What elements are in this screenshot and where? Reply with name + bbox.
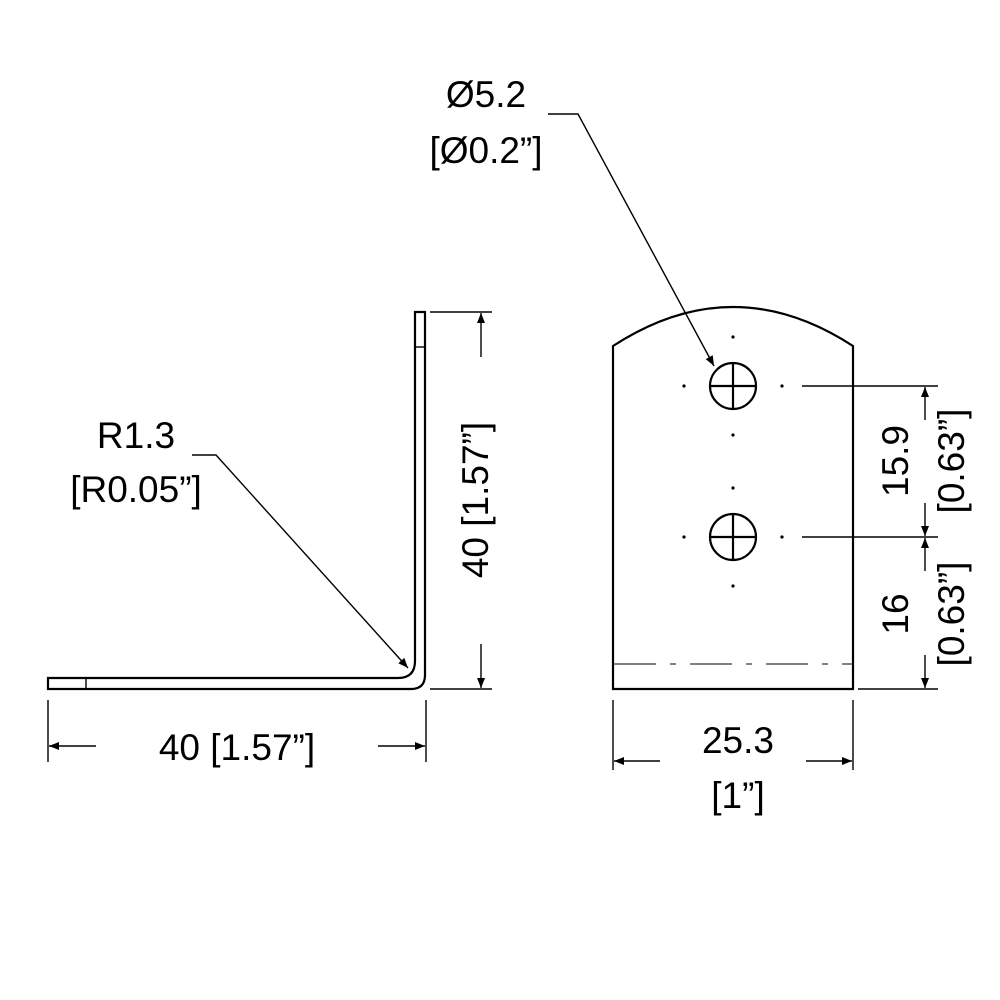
width-metric-label: 25.3 (702, 720, 774, 761)
hole-diameter-metric-label: Ø5.2 (446, 74, 526, 115)
hole-spacing-imperial-label: [0.63”] (931, 409, 972, 514)
hole-diameter-leader (548, 113, 715, 367)
hole-spacing-metric-label: 15.9 (875, 425, 916, 497)
leg-length-label: 40 [1.57”] (159, 727, 315, 768)
plate-outline (611, 306, 855, 691)
bend-radius-metric-label: R1.3 (97, 415, 175, 456)
width-imperial-label: [1”] (711, 775, 764, 816)
bracket-profile-outline (46, 310, 427, 691)
side-view: 40 [1.57”] 40 [1.57”] R1.3 [R0.05”] (46, 310, 496, 768)
hole-to-edge-metric-label: 16 (875, 593, 916, 634)
mounting-hole-upper (682, 335, 784, 437)
front-view: Ø5.2 [Ø0.2”] 15.9 [0.63”] 16 [0.63”] 25.… (429, 74, 972, 816)
bend-radius-leader (192, 454, 409, 669)
bend-radius-imperial-label: [R0.05”] (70, 469, 202, 510)
leg-height-label: 40 [1.57”] (455, 422, 496, 578)
mounting-hole-lower (682, 486, 784, 588)
hole-diameter-imperial-label: [Ø0.2”] (429, 130, 542, 171)
hole-to-edge-imperial-label: [0.63”] (931, 562, 972, 667)
